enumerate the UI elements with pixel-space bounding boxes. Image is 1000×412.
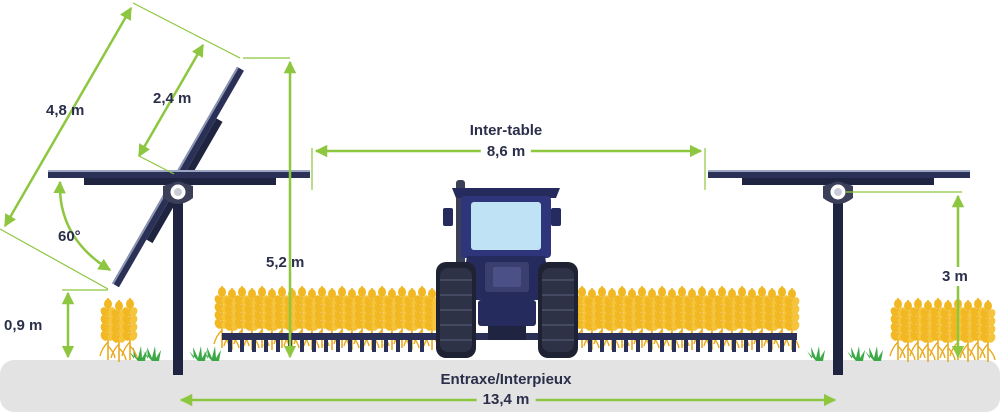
cultivator-tine	[768, 338, 772, 352]
cultivator-tine	[264, 338, 268, 352]
cultivator-tine	[648, 338, 652, 352]
wheat-field-right	[888, 297, 998, 363]
min-height-label: 0,9 m	[4, 317, 43, 334]
tracker-right-icon	[708, 170, 970, 375]
cultivator-tine	[228, 338, 232, 352]
cultivator-tine	[600, 338, 604, 352]
cultivator-tine	[240, 338, 244, 352]
cultivator-tine	[276, 338, 280, 352]
cultivator-tine	[720, 338, 724, 352]
inter-table-title: Inter-table	[469, 122, 543, 139]
panel-length-label: 4,8 m	[46, 102, 85, 119]
cultivator-tine	[588, 338, 592, 352]
cultivator-tine	[324, 338, 328, 352]
cultivator-tine	[336, 338, 340, 352]
axis-height-label: 3 m	[942, 267, 968, 286]
half-panel-dimension	[137, 43, 205, 158]
max-height-label: 5,2 m	[266, 254, 305, 271]
tractor-icon	[436, 180, 578, 358]
cultivator-tine	[612, 338, 616, 352]
tilt-angle-arc	[53, 180, 112, 272]
cultivator-tine	[756, 338, 760, 352]
cultivator-tine	[660, 338, 664, 352]
cultivator-tine	[372, 338, 376, 352]
tilt-angle-label: 60°	[58, 228, 81, 245]
cultivator-tine	[396, 338, 400, 352]
cultivator-tine	[708, 338, 712, 352]
entraxe-title: Entraxe/Interpieux	[440, 371, 572, 388]
entraxe-value: 13,4 m	[476, 392, 536, 407]
cultivator-tine	[636, 338, 640, 352]
cultivator-tine	[420, 338, 424, 352]
panel-length-dimension	[3, 6, 133, 228]
half-panel-label: 2,4 m	[153, 90, 192, 107]
cultivator-tine	[312, 338, 316, 352]
cultivator-tine	[732, 338, 736, 352]
cultivator-tine	[360, 338, 364, 352]
cultivator-tine	[684, 338, 688, 352]
wheat-icon	[120, 297, 140, 361]
cultivator-tine	[252, 338, 256, 352]
cultivator-tine	[672, 338, 676, 352]
cultivator-tine	[792, 338, 796, 352]
cultivator-tine	[384, 338, 388, 352]
cultivator-tine	[696, 338, 700, 352]
inter-table-value: 8,6 m	[480, 144, 532, 159]
cultivator-tine	[624, 338, 628, 352]
cultivator-tine	[300, 338, 304, 352]
wheat-icon	[98, 297, 140, 363]
cultivator-tine	[348, 338, 352, 352]
cultivator-tine	[744, 338, 748, 352]
cultivator-tine	[780, 338, 784, 352]
cultivator-tine	[408, 338, 412, 352]
